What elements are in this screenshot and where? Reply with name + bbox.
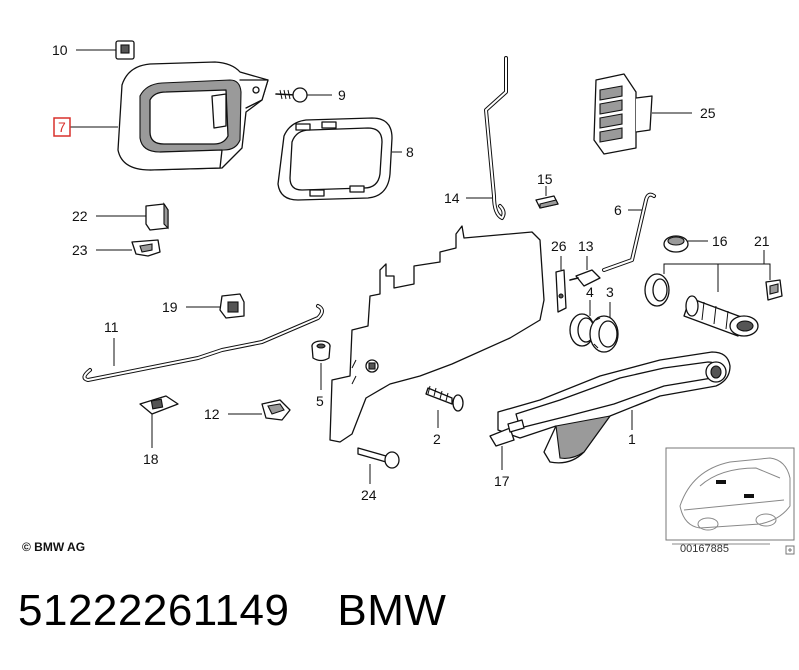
part-7-door-handle-housing [70,61,269,171]
part-1-outer-handle [497,351,731,464]
callout-23: 23 [72,242,88,258]
callout-7: 7 [58,119,66,135]
callout-8: 8 [406,144,414,160]
callout-12: 12 [204,406,220,422]
part-5-grommet [311,340,331,390]
door-carrier-plate [329,225,545,443]
part-3-lock-ring [589,302,619,353]
callout-11: 11 [104,319,119,335]
part-22-clip-block [96,202,169,231]
callout-18: 18 [143,451,159,467]
part-19-connector [186,293,245,319]
part-11-rod [82,304,324,382]
part-15-fitting [569,256,601,287]
callout-19: 19 [162,299,178,315]
part-18-clip [139,395,179,448]
callout-16: 16 [712,233,728,249]
part-12-clip [228,399,291,421]
part-23-clip [96,239,161,257]
callout-17: 15 [537,171,553,187]
callout-14: 14 [444,190,460,206]
part-17-clip [535,186,559,209]
callout-24: 24 [361,487,377,503]
part-2-bolt [425,385,464,428]
callout-9: 9 [338,87,346,103]
part-16-cap [663,235,708,253]
part-21-lock-cylinder-set [644,250,783,337]
callout-7-highlight [53,117,71,137]
callout-10: 10 [52,42,68,58]
part-26-lever [555,256,567,313]
callout-22: 22 [72,208,88,224]
callout-5: 5 [316,393,324,409]
part-6-lock-rod [602,192,656,272]
callout-1: 1 [628,431,636,447]
callout-2: 2 [433,431,441,447]
footer-caption: 51222261149 BMW [18,586,446,636]
part-25-switch-module [593,73,692,155]
callout-13: 17 [494,473,510,489]
part-number: 51222261149 [18,586,290,635]
callout-25: 25 [700,105,716,121]
part-10-clip [76,40,135,60]
callout-3: 3 [606,284,614,300]
part-14-actuating-rod [466,56,508,220]
brand-name: BMW [337,586,447,635]
callout-26: 26 [551,238,567,254]
callout-15: 13 [578,238,594,254]
part-13-handle-insert [489,419,525,470]
callout-6: 6 [614,202,622,218]
part-8-bezel-frame [277,117,402,201]
vehicle-locator-thumbnail [665,447,795,555]
reference-code: 00167885 [680,543,729,555]
copyright-notice: © BMW AG [22,540,86,554]
part-24-pin [357,447,400,484]
callout-21: 21 [754,233,770,249]
callout-4: 4 [586,284,594,300]
part-9-screw [275,87,332,103]
